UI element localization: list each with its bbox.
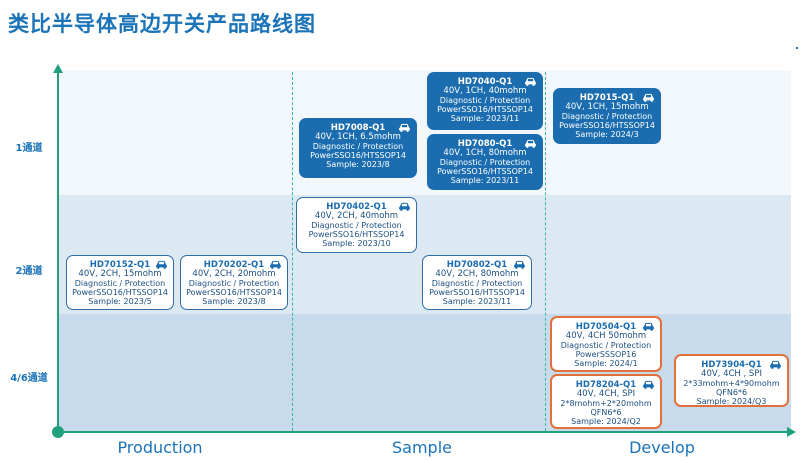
- product-spec: Diagnostic / Protection: [561, 112, 653, 121]
- product-spec: 40V, 1CH, 40mohm: [443, 86, 527, 96]
- sample-date: Sample: 2023/11: [450, 176, 520, 185]
- car-icon: [642, 322, 655, 331]
- product-spec: QFN6*6: [590, 408, 622, 417]
- product-spec: 40V, 1CH, 80mohm: [443, 148, 527, 158]
- product-spec: PowerSSO16/HTSSOP14: [437, 105, 533, 114]
- car-icon: [398, 202, 411, 211]
- sample-date: Sample: 2023/8: [326, 160, 390, 169]
- car-icon: [769, 360, 782, 369]
- product-spec: 40V, 2CH, 80mohm: [435, 269, 519, 279]
- car-icon: [642, 93, 655, 102]
- product-name: HD73904-Q1: [701, 360, 762, 370]
- product-spec: PowerSSO16/HTSSOP14: [72, 288, 168, 297]
- divider-production-sample: [292, 72, 293, 431]
- row-band-4-6ch: [58, 314, 791, 432]
- product-spec: 40V, 1CH, 6.5mohm: [315, 132, 401, 142]
- product-spec: QFN6*6: [715, 388, 748, 397]
- product-name: HD7015-Q1: [579, 93, 635, 103]
- product-spec: Diagnostic / Protection: [312, 142, 404, 151]
- column-label-production: Production: [117, 438, 203, 457]
- row-label-1ch: 1通道: [15, 143, 43, 154]
- product-spec: PowerSSSOP16: [575, 350, 637, 359]
- product-spec: PowerSSO16/HTSSOP14: [310, 151, 406, 160]
- car-icon: [269, 260, 282, 269]
- product-name: HD7040-Q1: [457, 77, 513, 87]
- product-spec: 40V, 2CH, 15mohm: [78, 269, 162, 279]
- product-spec: 40V, 2CH, 20mohm: [192, 269, 276, 279]
- sample-date: Sample: 2024/1: [574, 359, 638, 368]
- product-spec: Diagnostic / Protection: [439, 158, 531, 167]
- x-axis: [58, 431, 788, 433]
- car-icon: [155, 260, 168, 269]
- product-spec: 40V, 1CH, 15mohm: [565, 102, 649, 112]
- product-spec: 2*33mohm+4*90mohm: [683, 379, 780, 388]
- sample-date: Sample: 2023/8: [202, 297, 266, 306]
- product-spec: Diagnostic / Protection: [74, 279, 166, 288]
- product-spec: PowerSSO16/HTSSOP14: [429, 288, 525, 297]
- product-name: HD70202-Q1: [203, 260, 265, 270]
- product-spec: Diagnostic / Protection: [311, 221, 402, 230]
- sample-date: Sample: 2023/11: [450, 114, 520, 123]
- sample-date: Sample: 2024/3: [575, 130, 639, 139]
- product-spec: PowerSSO16/HTSSOP14: [437, 167, 533, 176]
- car-icon: [524, 139, 537, 148]
- product-spec: 40V, 4CH, SPI: [576, 389, 636, 399]
- product-spec: 40V, 4CH , SPI: [701, 369, 762, 379]
- product-spec: Diagnostic / Protection: [560, 341, 652, 350]
- column-label-sample: Sample: [392, 438, 452, 457]
- product-spec: Diagnostic / Protection: [439, 96, 531, 105]
- product-spec: 40V, 4CH 50mohm: [565, 331, 647, 341]
- decorative-dot: [796, 47, 798, 49]
- car-icon: [524, 77, 537, 86]
- product-spec: PowerSSO16/HTSSOP14: [186, 288, 282, 297]
- sample-date: Sample: 2023/10: [322, 239, 391, 248]
- car-icon: [513, 260, 526, 269]
- axis-origin: [52, 426, 64, 438]
- product-spec: Diagnostic / Protection: [188, 279, 280, 288]
- row-label-4-6ch: 4/6通道: [10, 373, 48, 384]
- page-title: 类比半导体高边开关产品路线图: [8, 12, 316, 36]
- row-band-1ch: [58, 70, 791, 195]
- y-axis: [57, 72, 59, 432]
- sample-date: Sample: 2023/5: [88, 297, 152, 306]
- product-name: HD78204-Q1: [575, 380, 637, 390]
- car-icon: [642, 380, 655, 389]
- product-name: HD70402-Q1: [326, 202, 387, 212]
- product-spec: PowerSSO16/HTSSOP14: [559, 121, 655, 130]
- y-axis-arrow: [53, 64, 63, 73]
- product-name: HD70802-Q1: [446, 260, 508, 270]
- sample-date: Sample: 2024/Q2: [571, 417, 641, 426]
- divider-sample-develop: [545, 72, 546, 431]
- product-name: HD70504-Q1: [575, 322, 637, 332]
- product-spec: 40V, 2CH, 40mohm: [314, 211, 399, 221]
- product-spec: PowerSSO16/HTSSOP14: [308, 230, 405, 239]
- sample-date: Sample: 2023/11: [442, 297, 512, 306]
- sample-date: Sample: 2024/Q3: [696, 397, 767, 406]
- row-label-2ch: 2通道: [15, 266, 43, 277]
- product-name: HD7008-Q1: [330, 123, 386, 133]
- product-spec: 2*8mohm+2*20mohm: [560, 399, 652, 408]
- product-spec: Diagnostic / Protection: [431, 279, 523, 288]
- column-label-develop: Develop: [629, 438, 695, 457]
- x-axis-arrow: [787, 427, 796, 437]
- car-icon: [398, 123, 411, 132]
- product-name: HD70152-Q1: [89, 260, 151, 270]
- product-name: HD7080-Q1: [457, 139, 513, 149]
